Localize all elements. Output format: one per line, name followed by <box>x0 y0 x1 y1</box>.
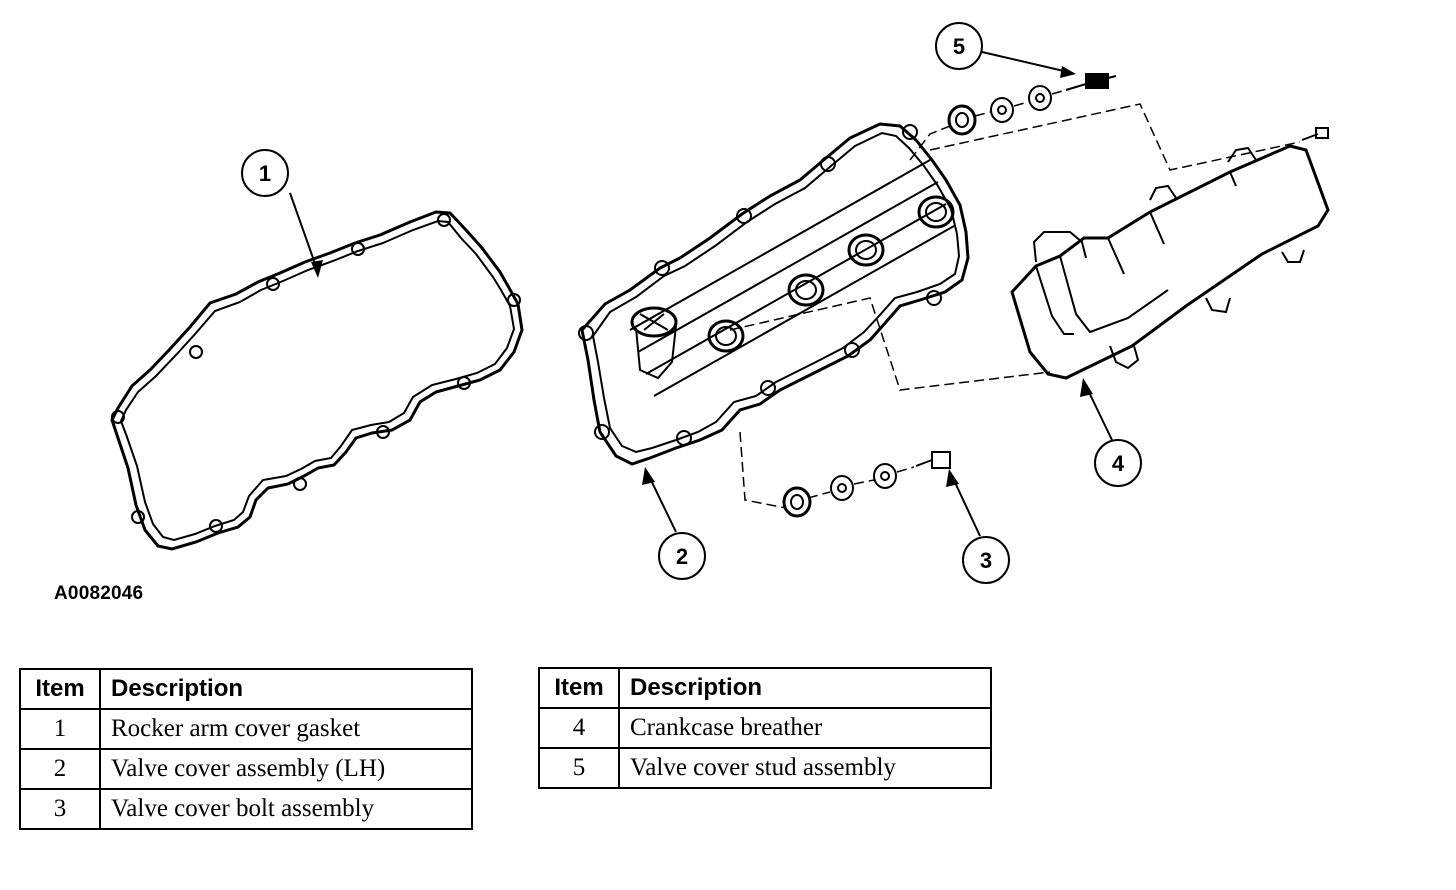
callout-1-label: 1 <box>259 161 271 186</box>
item-number: 4 <box>538 707 620 749</box>
valve-cover-bolt-assembly-drawing <box>739 431 951 518</box>
callout-5-label: 5 <box>953 34 965 59</box>
valve-cover-assembly-drawing <box>578 122 970 466</box>
column-header-description: Description <box>618 667 992 709</box>
item-description: Rocker arm cover gasket <box>99 708 473 750</box>
column-header-description: Description <box>99 668 473 710</box>
table-row: 5 Valve cover stud assembly <box>538 747 992 789</box>
column-header-item: Item <box>538 667 620 709</box>
item-number: 5 <box>538 747 620 789</box>
table-row: 4 Crankcase breather <box>538 707 992 749</box>
table-row: 1 Rocker arm cover gasket <box>19 708 473 750</box>
column-header-item: Item <box>19 668 101 710</box>
callout-5: 5 <box>935 22 1076 78</box>
item-description: Valve cover assembly (LH) <box>99 748 473 790</box>
callout-3-label: 3 <box>980 548 992 573</box>
item-number: 3 <box>19 788 101 830</box>
table-header-row: Item Description <box>538 667 992 709</box>
valve-cover-stud-assembly-drawing <box>729 73 1329 391</box>
exploded-view-diagram: 1 2 3 4 5 <box>110 22 1330 584</box>
parts-table-left: Item Description 1 Rocker arm cover gask… <box>19 668 473 830</box>
callout-2: 2 <box>642 467 706 580</box>
callout-4-label: 4 <box>1112 451 1125 476</box>
item-description: Crankcase breather <box>618 707 992 749</box>
item-description: Valve cover bolt assembly <box>99 788 473 830</box>
item-number: 2 <box>19 748 101 790</box>
item-description: Valve cover stud assembly <box>618 747 992 789</box>
figure-id: A0082046 <box>54 583 144 604</box>
item-number: 1 <box>19 708 101 750</box>
parts-table-right: Item Description 4 Crankcase breather 5 … <box>538 667 992 789</box>
callout-1: 1 <box>241 149 323 278</box>
table-row: 3 Valve cover bolt assembly <box>19 788 473 830</box>
table-row: 2 Valve cover assembly (LH) <box>19 748 473 790</box>
callout-2-label: 2 <box>676 544 688 569</box>
callout-4: 4 <box>1080 378 1142 487</box>
rocker-arm-cover-gasket-drawing <box>110 210 524 551</box>
crankcase-breather-drawing <box>1010 144 1330 380</box>
table-header-row: Item Description <box>19 668 473 710</box>
callout-3: 3 <box>946 469 1010 584</box>
